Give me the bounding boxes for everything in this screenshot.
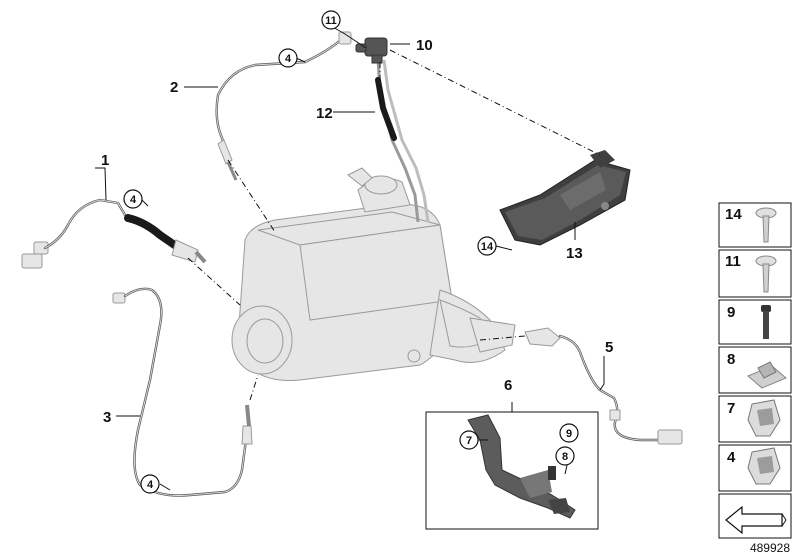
legend-row-9[interactable] (718, 299, 792, 345)
callout-1: 1 (101, 152, 109, 169)
cable-holder-icon (747, 447, 781, 485)
pressure-sensor[interactable] (355, 37, 388, 64)
legend-label-9: 9 (727, 304, 735, 321)
particulate-filter[interactable] (231, 175, 516, 381)
sensor-cable-2[interactable] (215, 31, 352, 181)
cable-holder-icon (747, 399, 781, 437)
legend-label-8: 8 (727, 351, 735, 368)
callout-7-circle: 7 (466, 435, 472, 447)
callout-10: 10 (416, 37, 433, 54)
torx-screw-icon (755, 207, 777, 243)
torx-screw-icon (755, 255, 777, 293)
callout-4-circle-c: 4 (147, 479, 154, 491)
callout-9-circle: 9 (566, 428, 572, 440)
mounting-bracket-kit[interactable] (467, 414, 576, 519)
legend-row-8[interactable] (718, 346, 792, 394)
diagram-number: 489928 (750, 541, 790, 555)
sensor-cable-5[interactable] (524, 327, 683, 445)
sensor-bracket[interactable] (499, 150, 631, 246)
callout-5: 5 (605, 339, 613, 356)
callout-12: 12 (316, 105, 333, 122)
arrow-icon (725, 505, 787, 535)
legend-row-11[interactable] (718, 249, 792, 298)
callout-14-circle: 14 (481, 241, 494, 253)
callout-labels: 1 2 3 5 6 10 12 13 (101, 37, 613, 426)
parts-legend: 14 11 9 8 7 (718, 202, 792, 539)
callout-11-circle: 11 (325, 15, 337, 27)
mounting-kit-box (425, 411, 599, 530)
leader-lines (95, 25, 605, 491)
callout-6: 6 (504, 377, 512, 394)
callout-3: 3 (103, 409, 111, 426)
cable-clip-icon (747, 361, 787, 389)
legend-label-11: 11 (725, 253, 741, 270)
legend-label-7: 7 (727, 400, 735, 417)
callout-2: 2 (170, 79, 178, 96)
bolt-icon (761, 305, 771, 339)
sensor-cable-3[interactable] (112, 287, 253, 497)
legend-label-14: 14 (725, 206, 742, 223)
callout-4-circle-b: 4 (130, 194, 137, 206)
sensor-cable-1[interactable] (21, 198, 207, 269)
assembly-lines (187, 49, 601, 401)
circled-callouts: 11 4 4 4 14 7 9 8 (123, 10, 579, 494)
legend-label-4: 4 (727, 449, 736, 466)
callout-4-circle-a: 4 (285, 53, 292, 65)
legend-row-14[interactable] (718, 202, 792, 248)
callout-13: 13 (566, 245, 583, 262)
pressure-pipe-assembly[interactable] (347, 59, 430, 223)
callout-8-circle: 8 (562, 451, 568, 463)
